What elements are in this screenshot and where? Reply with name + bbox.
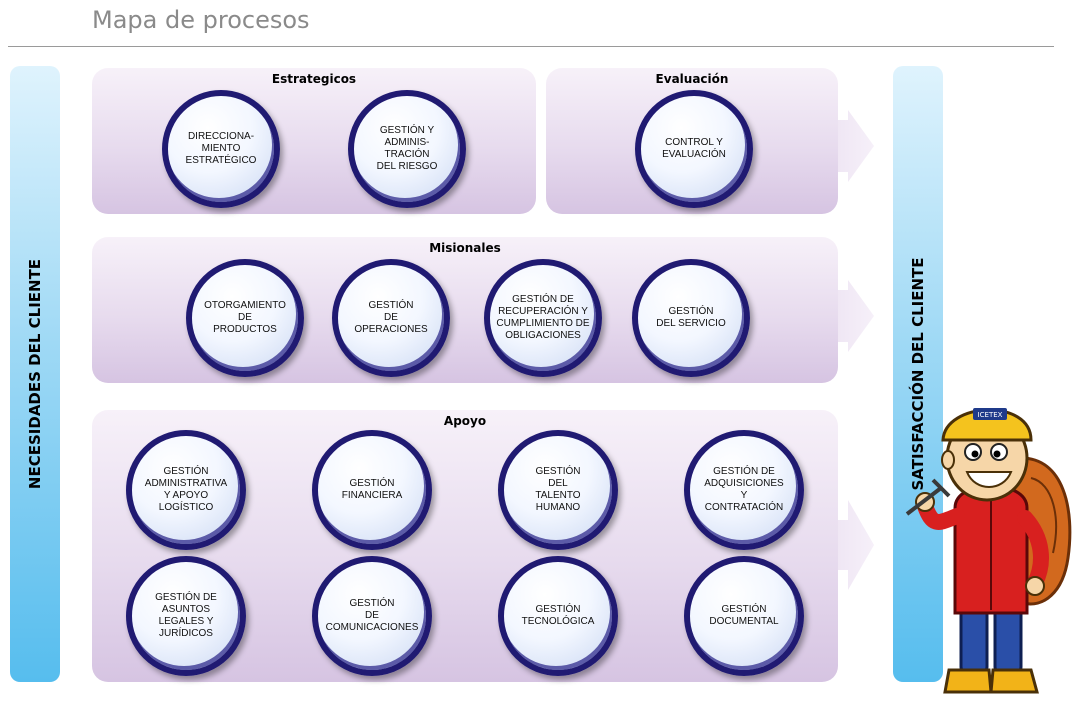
panel-misionales: Misionales OTORGAMIENTO DE PRODUCTOS GES… [92, 237, 838, 383]
process-label: GESTIÓN FINANCIERA [341, 478, 403, 501]
process-direccionamiento-estrategico[interactable]: DIRECCIONA- MIENTO ESTRATÉGICO [162, 90, 280, 208]
process-label: GESTIÓN TECNOLÓGICA [521, 604, 595, 627]
process-talento-humano[interactable]: GESTIÓN DEL TALENTO HUMANO [498, 430, 618, 550]
process-label: GESTIÓN DE RECUPERACIÓN Y CUMPLIMIENTO D… [496, 294, 590, 341]
process-gestion-riesgo[interactable]: GESTIÓN Y ADMINIS- TRACIÓN DEL RIESGO [348, 90, 466, 208]
process-label: GESTIÓN DEL TALENTO HUMANO [535, 466, 581, 513]
process-label: GESTIÓN DEL SERVICIO [656, 306, 726, 329]
panel-title-evaluacion: Evaluación [655, 72, 729, 86]
title-divider [8, 46, 1054, 47]
process-label: GESTIÓN ADMINISTRATIVA Y APOYO LOGÍSTICO [144, 466, 228, 513]
process-gestion-servicio[interactable]: GESTIÓN DEL SERVICIO [632, 259, 750, 377]
process-control-evaluacion[interactable]: CONTROL Y EVALUACIÓN [635, 90, 753, 208]
process-label: GESTIÓN DE COMUNICACIONES [325, 598, 419, 633]
process-asuntos-legales[interactable]: GESTIÓN DE ASUNTOS LEGALES Y JURÍDICOS [126, 556, 246, 676]
process-otorgamiento-productos[interactable]: OTORGAMIENTO DE PRODUCTOS [186, 259, 304, 377]
process-label: GESTIÓN Y ADMINIS- TRACIÓN DEL RIESGO [376, 125, 438, 172]
panel-estrategicos: Estrategicos DIRECCIONA- MIENTO ESTRATÉG… [92, 68, 536, 214]
panel-apoyo: Apoyo GESTIÓN ADMINISTRATIVA Y APOYO LOG… [92, 410, 838, 682]
process-gestion-financiera[interactable]: GESTIÓN FINANCIERA [312, 430, 432, 550]
process-label: OTORGAMIENTO DE PRODUCTOS [204, 300, 286, 335]
process-gestion-operaciones[interactable]: GESTIÓN DE OPERACIONES [332, 259, 450, 377]
panel-title-estrategicos: Estrategicos [271, 72, 357, 86]
process-label: DIRECCIONA- MIENTO ESTRATÉGICO [185, 131, 257, 166]
needs-bar: NECESIDADES DEL CLIENTE [10, 66, 60, 682]
process-adquisiciones-contratacion[interactable]: GESTIÓN DE ADQUISICIONES Y CONTRATACIÓN [684, 430, 804, 550]
process-recuperacion-obligaciones[interactable]: GESTIÓN DE RECUPERACIÓN Y CUMPLIMIENTO D… [484, 259, 602, 377]
panel-title-misionales: Misionales [429, 241, 501, 255]
process-label: GESTIÓN DE ADQUISICIONES Y CONTRATACIÓN [704, 466, 784, 513]
satisfaction-bar: SATISFACCIÓN DEL CLIENTE [893, 66, 943, 682]
process-comunicaciones[interactable]: GESTIÓN DE COMUNICACIONES [312, 556, 432, 676]
process-label: CONTROL Y EVALUACIÓN [662, 137, 726, 160]
panel-title-apoyo: Apoyo [443, 414, 487, 428]
process-gestion-tecnologica[interactable]: GESTIÓN TECNOLÓGICA [498, 556, 618, 676]
needs-label: NECESIDADES DEL CLIENTE [26, 258, 44, 490]
process-label: GESTIÓN DOCUMENTAL [709, 604, 779, 627]
helmet-logo-text: ICETEX [978, 411, 1003, 419]
process-label: GESTIÓN DE ASUNTOS LEGALES Y JURÍDICOS [155, 592, 217, 639]
hiker-mascot-illustration: ICETEX [905, 408, 1072, 694]
process-administrativa-logistico[interactable]: GESTIÓN ADMINISTRATIVA Y APOYO LOGÍSTICO [126, 430, 246, 550]
process-label: GESTIÓN DE OPERACIONES [354, 300, 428, 335]
panel-evaluacion: Evaluación CONTROL Y EVALUACIÓN [546, 68, 838, 214]
page-title: Mapa de procesos [92, 6, 310, 34]
process-gestion-documental[interactable]: GESTIÓN DOCUMENTAL [684, 556, 804, 676]
